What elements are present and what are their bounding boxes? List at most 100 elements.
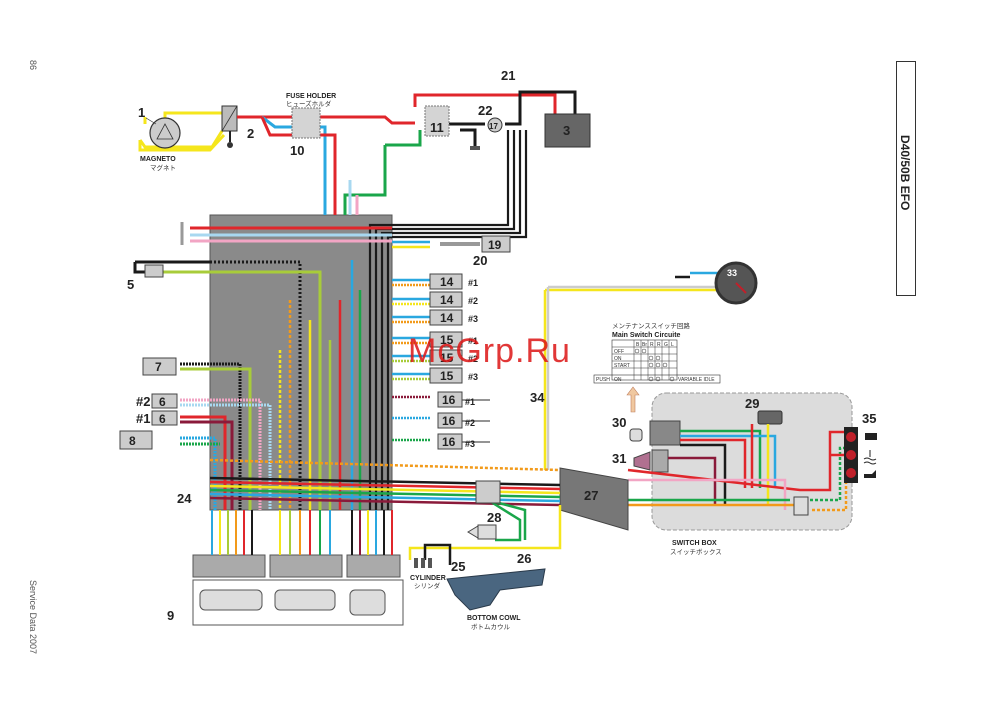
callout-15-1: 15 <box>440 333 454 347</box>
main-switch-30 <box>629 420 681 446</box>
callout-30: 30 <box>612 415 626 430</box>
component-8 <box>119 430 153 450</box>
callout-25: 25 <box>451 559 465 574</box>
starter-relay <box>424 105 450 137</box>
callout-14-2: 14 <box>440 293 454 307</box>
fuse-holder-label: FUSE HOLDER <box>286 93 336 100</box>
component-16-group <box>437 391 463 450</box>
lamp-battery <box>846 432 856 442</box>
magneto <box>149 117 181 149</box>
callout-28: 28 <box>487 510 501 525</box>
callout-6-b: 6 <box>159 412 166 426</box>
switch-box-label-jp: スイッチボックス <box>670 548 722 556</box>
sensor-28 <box>467 524 497 540</box>
callout-27: 27 <box>584 488 598 503</box>
fuse-holder-label-jp: ヒューズホルダ <box>286 99 332 108</box>
callout-9: 9 <box>167 608 174 623</box>
arrow-up-icon <box>626 386 640 413</box>
lamp-temperature <box>846 450 856 460</box>
callout-17: 17 <box>489 122 498 131</box>
ecu-connectors <box>192 554 404 626</box>
switch-box-wires <box>627 424 850 512</box>
callout-5: 5 <box>127 277 134 292</box>
cyl-16-2: #2 <box>465 418 475 428</box>
cylinder-label-jp: シリンダ <box>414 581 441 590</box>
ground-wires <box>368 130 528 510</box>
callout-1: 1 <box>138 105 145 120</box>
cyl-14-2: #2 <box>468 296 478 306</box>
left-wires <box>133 226 392 510</box>
component-29 <box>757 410 783 425</box>
callout-11: 11 <box>430 120 444 135</box>
fuse-holder <box>291 107 321 139</box>
watermark: McGrp.Ru <box>408 332 571 370</box>
harness-internal-wires <box>278 260 362 510</box>
callout-15-2: 15 <box>440 351 454 365</box>
oil-can-icon <box>864 470 876 478</box>
callout-34: 34 <box>530 390 545 405</box>
cyl-14-3: #3 <box>468 314 478 324</box>
callout-14-1: 14 <box>440 275 454 289</box>
bottom-cowl-label-jp: ボトムカウル <box>471 623 511 631</box>
table-title-en: Main Switch Circuite <box>612 332 681 339</box>
col-L: L <box>671 342 674 348</box>
callout-20: 20 <box>473 253 487 268</box>
magneto-wires <box>138 111 226 152</box>
callout-16-3: 16 <box>442 435 456 449</box>
callout-19: 19 <box>488 238 502 252</box>
component-15-group <box>429 331 463 384</box>
harness-drop-wires <box>211 510 393 555</box>
callout-3: 3 <box>563 123 570 138</box>
gauge-wires <box>543 271 720 470</box>
switch-box-label: SWITCH BOX <box>672 540 717 547</box>
starter-motor <box>487 117 503 133</box>
component-14-group <box>429 273 463 326</box>
callout-2: 2 <box>247 126 254 141</box>
cyl-16-3: #3 <box>465 439 475 449</box>
callout-31: 31 <box>612 451 626 466</box>
col-G: G <box>664 342 668 348</box>
row-push-on: ON <box>614 377 622 383</box>
callout-21: 21 <box>501 68 515 83</box>
cyl-14-1: #1 <box>468 278 478 288</box>
sensor-wires <box>392 240 490 443</box>
bottom-bundle <box>209 458 562 565</box>
lamp-oil <box>846 468 856 478</box>
sensor-19 <box>481 235 511 253</box>
callout-24: 24 <box>177 491 192 506</box>
variable-idle-note: VARIABLE IDLE <box>678 377 715 383</box>
cyl-16-1: #1 <box>465 397 475 407</box>
ignition-coil-2 <box>151 393 178 409</box>
cylinder-label: CYLINDER <box>410 575 446 582</box>
main-power-wires <box>237 90 577 215</box>
callout-35: 35 <box>862 411 876 426</box>
cyl-15-2: #2 <box>468 354 478 364</box>
magneto-label: MAGNETO <box>140 156 176 163</box>
bottom-cowl <box>446 568 546 611</box>
col-R2: R <box>657 342 661 348</box>
callout-10: 10 <box>290 143 304 158</box>
row-on: ON <box>614 356 622 362</box>
cyl-15-1: #1 <box>468 336 478 346</box>
switch-box-connector <box>793 496 809 516</box>
row-off: OFF <box>614 349 624 355</box>
callout-33: 33 <box>727 268 737 278</box>
temperature-icon <box>863 450 877 465</box>
component-5 <box>144 264 164 278</box>
callout-14-3: 14 <box>440 311 454 325</box>
battery <box>544 113 591 148</box>
col-B: B <box>636 342 640 348</box>
cyl-15-3: #3 <box>468 372 478 382</box>
callout-22: 22 <box>478 103 492 118</box>
choke-switch-31 <box>633 449 669 473</box>
coil-6-cyl-2: #2 <box>136 394 150 409</box>
model-title-box <box>896 61 916 296</box>
callout-29: 29 <box>745 396 759 411</box>
callout-8: 8 <box>129 434 136 448</box>
cylinder-sensors <box>414 558 432 568</box>
row-start: START <box>614 363 630 369</box>
col-Br: Br <box>642 342 647 348</box>
callout-26: 26 <box>517 551 531 566</box>
col-R1: R <box>650 342 654 348</box>
